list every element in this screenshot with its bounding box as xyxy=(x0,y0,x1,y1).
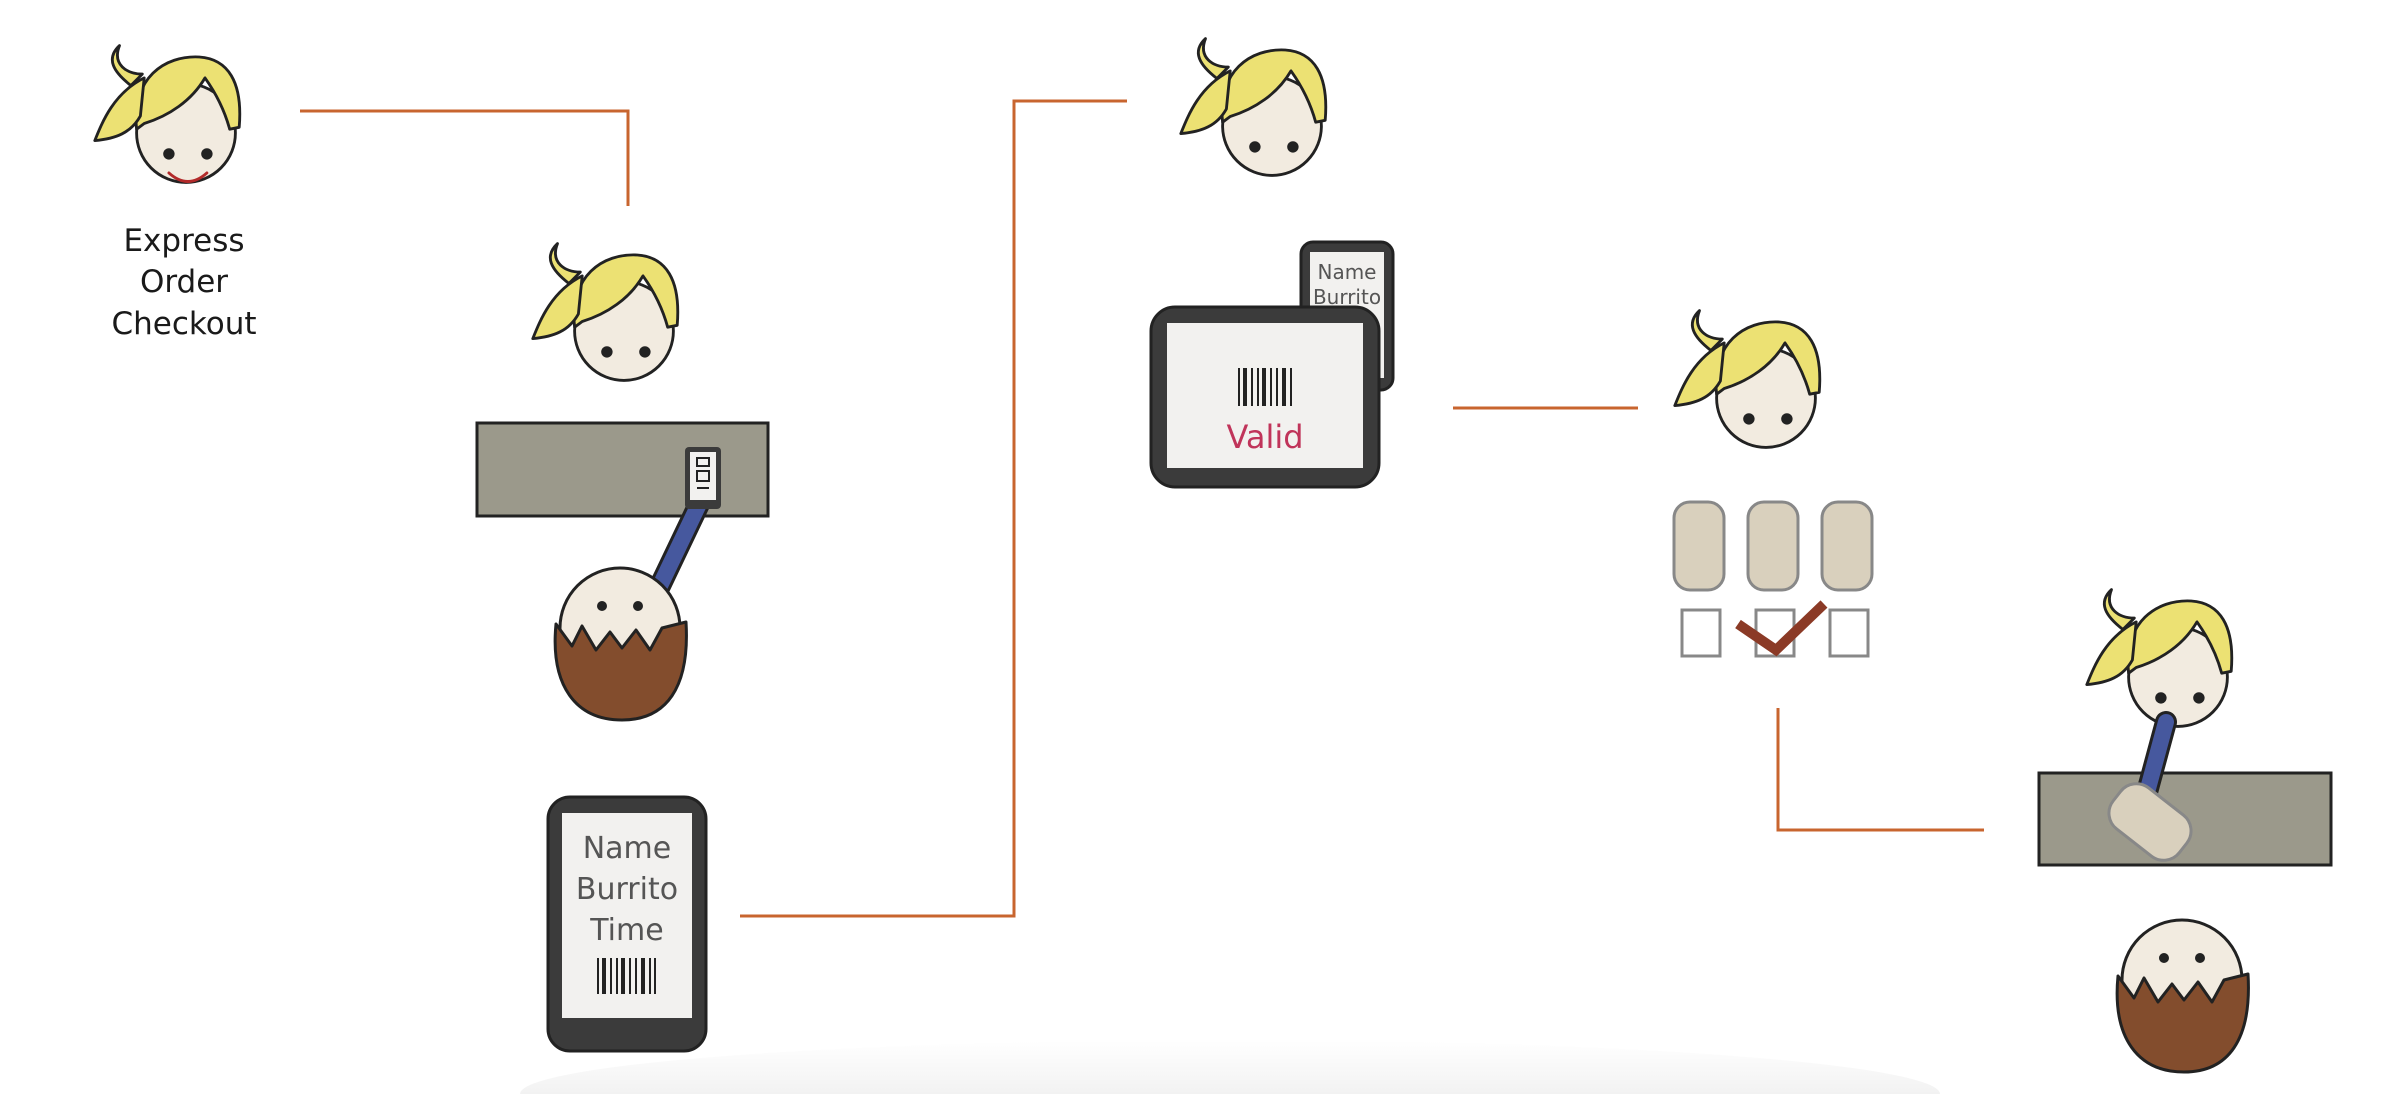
staff-arm xyxy=(2138,714,2174,804)
step-hand-over xyxy=(2037,588,2333,1074)
step-select-item xyxy=(1672,309,1874,658)
burrito-option-3 xyxy=(1820,500,1874,592)
tablet-barcode-icon xyxy=(1238,368,1292,406)
staff-avatar-4 xyxy=(1673,309,1822,449)
staff-avatar-2 xyxy=(531,242,680,382)
counter xyxy=(475,421,770,518)
card-line-item: Burrito xyxy=(1313,285,1381,309)
staff-avatar-1 xyxy=(93,44,242,184)
smile-icon xyxy=(167,171,209,183)
checkbox-3 xyxy=(1828,608,1870,658)
pickup-counter xyxy=(2037,771,2333,867)
phone-line-time: Time xyxy=(589,913,663,948)
connector-lines xyxy=(300,99,1984,918)
step-validate: Name Burrito Valid xyxy=(1149,37,1395,489)
burrito-option-1 xyxy=(1672,500,1726,592)
staff-avatar-3 xyxy=(1179,37,1328,177)
phone-line-name: Name xyxy=(583,831,672,866)
customer-avatar-2 xyxy=(2115,918,2250,1074)
step-label-line-1: Express xyxy=(123,223,244,259)
connector-2 xyxy=(740,99,1127,918)
tablet: Valid xyxy=(1149,305,1381,489)
small-phone-icon xyxy=(685,447,721,509)
tablet-status-text: Valid xyxy=(1226,418,1303,456)
check-mark-icon xyxy=(1735,600,1828,657)
step-show-phone xyxy=(475,242,770,722)
burrito-options xyxy=(1672,500,1874,658)
connector-1 xyxy=(300,109,630,206)
barcode-icon xyxy=(597,958,656,994)
customer-avatar-1 xyxy=(553,566,688,722)
burrito-icon xyxy=(2107,782,2193,862)
card-line-name: Name xyxy=(1317,260,1376,284)
connector-4 xyxy=(1776,708,1984,832)
step-label-line-3: Checkout xyxy=(111,306,256,342)
checkbox-1 xyxy=(1680,608,1722,658)
staff-avatar-5 xyxy=(2085,588,2234,728)
customer-arm xyxy=(650,494,708,598)
phone-line-item: Burrito xyxy=(576,872,678,907)
order-phone: Name Burrito Time xyxy=(546,795,708,1053)
burrito-option-2 xyxy=(1746,500,1800,592)
step-label-line-2: Order xyxy=(140,264,228,300)
step-express-order: Express Order Checkout xyxy=(93,44,257,342)
